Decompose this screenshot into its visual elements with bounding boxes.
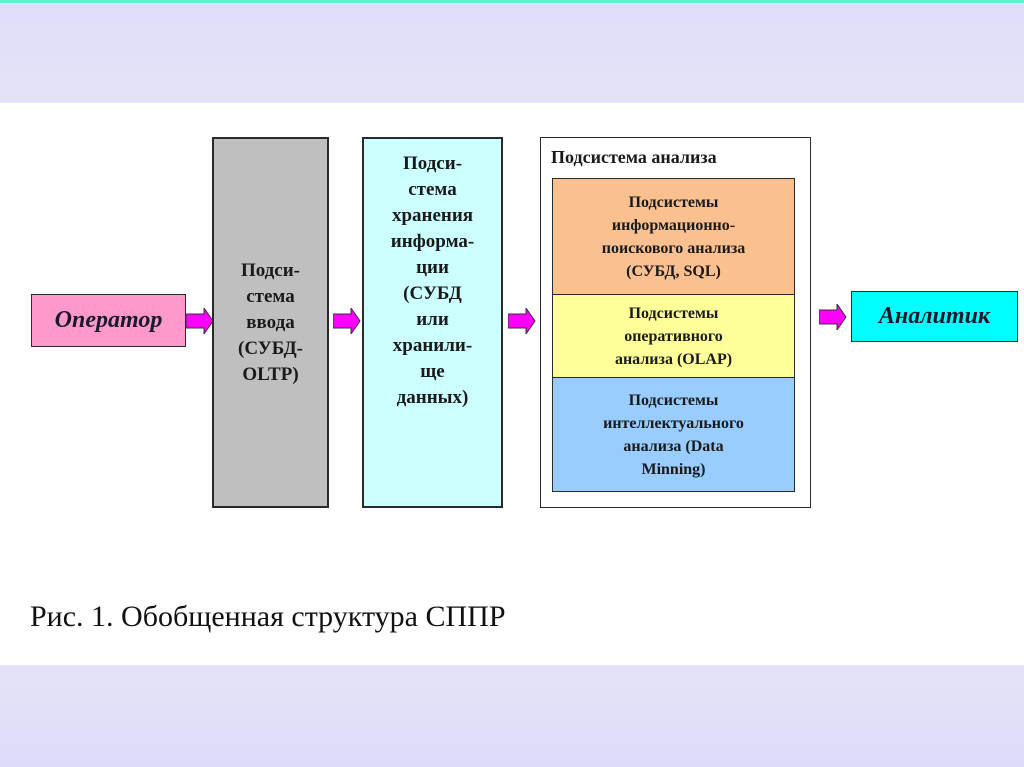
- analysis-subsystem-title: Подсистема анализа: [551, 147, 717, 167]
- footer-band: [0, 665, 1024, 767]
- input-subsystem-box: Подси- стема ввода (СУБД- OLTP): [212, 137, 329, 508]
- info-search-analysis-label: Подсистемы информационно- поискового ана…: [601, 193, 746, 280]
- arrow-analysis-to-analyst-icon: [819, 304, 847, 330]
- analyst-box: Аналитик: [851, 291, 1018, 342]
- storage-subsystem-label: Подси- стема хранения информа- ции (СУБД…: [390, 153, 475, 408]
- figure-caption: Рис. 1. Обобщенная структура СППР: [30, 600, 506, 633]
- olap-analysis-box: Подсистемы оперативного анализа (OLAP): [552, 294, 795, 378]
- arrow-input-to-storage-icon: [333, 308, 361, 334]
- top-accent-line: [0, 0, 1024, 3]
- storage-subsystem-box: Подси- стема хранения информа- ции (СУБД…: [362, 137, 503, 508]
- data-mining-analysis-box: Подсистемы интеллектуального анализа (Da…: [552, 377, 795, 492]
- arrow-storage-to-analysis-icon: [508, 308, 536, 334]
- header-band: [0, 3, 1024, 103]
- analysis-subsystem-box: Подсистема анализа Подсистемы информацио…: [540, 137, 811, 508]
- info-search-analysis-box: Подсистемы информационно- поискового ана…: [552, 178, 795, 295]
- arrow-operator-to-input-icon: [186, 308, 214, 334]
- olap-analysis-label: Подсистемы оперативного анализа (OLAP): [614, 304, 733, 368]
- input-subsystem-label: Подси- стема ввода (СУБД- OLTP): [238, 259, 303, 385]
- data-mining-analysis-label: Подсистемы интеллектуального анализа (Da…: [603, 391, 744, 478]
- analyst-label: Аналитик: [878, 303, 991, 329]
- operator-label: Оператор: [54, 307, 163, 333]
- slide-content-area: [0, 103, 1024, 665]
- operator-box: Оператор: [31, 294, 186, 347]
